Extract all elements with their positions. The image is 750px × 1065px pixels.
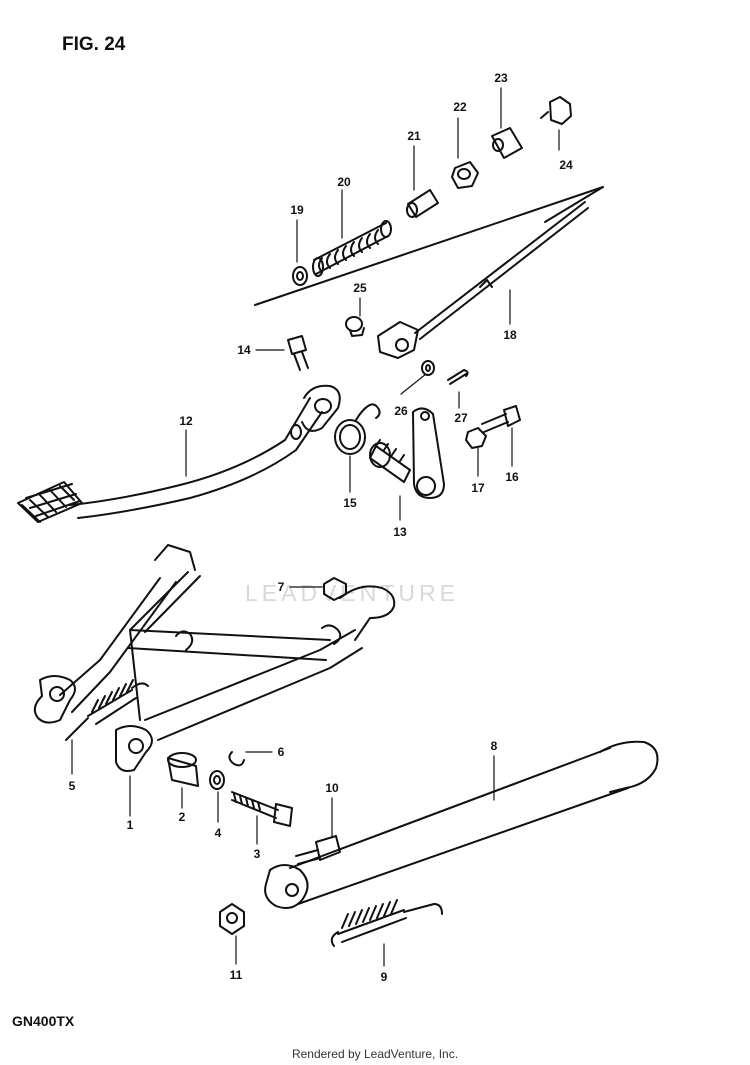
part-21-spacer [406,189,439,218]
callout-label: 13 [393,525,407,539]
model-code: GN400TX [12,1013,75,1029]
part-18-brake-rod [377,201,589,359]
watermark: LEADVENTURE [245,580,459,606]
part-2-spacer [167,752,199,787]
callout-label: 18 [503,328,517,342]
part-11-nut [219,903,245,935]
part-19-washer [292,266,308,286]
part-16-bolt [481,405,521,433]
callout-label: 8 [490,739,498,753]
callout-label: 25 [353,281,367,295]
callout-label: 23 [494,71,508,85]
part-9-stand-spring [330,899,443,947]
callout-label: 21 [407,129,421,143]
part-27-cotter-pin [447,369,469,385]
figure-title: FIG. 24 [62,34,126,55]
part-12-brake-pedal [17,384,341,523]
part-25-pin [345,316,365,337]
part-3-bolt [231,791,293,827]
callout-label: 14 [237,343,251,357]
part-22-nut [451,161,479,189]
callout-label: 26 [394,404,408,418]
callout-label: 27 [454,411,468,425]
part-7-stopper [323,577,347,601]
leader-lines [71,87,560,967]
part-6-clip [228,751,245,767]
part-1-center-stand [33,544,396,772]
part-24-cap-nut [540,96,572,125]
callout-label: 5 [68,779,76,793]
callout-label: 11 [229,968,243,982]
part-4-washer [209,770,225,790]
part-10-bolt [295,835,341,865]
callout-label: 24 [559,158,573,172]
callout-label: 12 [179,414,193,428]
callout-label: 17 [471,481,485,495]
part-13-brake-arm [369,407,445,499]
part-8-side-stand [264,740,659,909]
callout-label: 19 [290,203,304,217]
callout-label: 22 [453,100,467,114]
part-15-return-spring [334,403,381,455]
part-14-bolt [287,335,309,371]
part-20-spring [312,220,392,277]
callout-label: 6 [277,745,285,759]
callout-label: 7 [277,580,285,594]
callout-label: 2 [178,810,186,824]
rod-assembly-outline [254,186,604,306]
part-23-joint [491,127,523,159]
callout-label: 1 [126,818,134,832]
callout-label: 15 [343,496,357,510]
callout-label: 20 [337,175,351,189]
part-17-nut [465,427,487,449]
footer-credit: Rendered by LeadVenture, Inc. [291,1047,459,1061]
part-5-stand-spring [65,679,149,741]
callout-label: 16 [505,470,519,484]
callout-label: 9 [380,970,388,984]
callout-label: 10 [325,781,339,795]
callout-label: 3 [253,847,261,861]
callout-label: 4 [214,826,222,840]
part-26-washer [421,360,435,376]
